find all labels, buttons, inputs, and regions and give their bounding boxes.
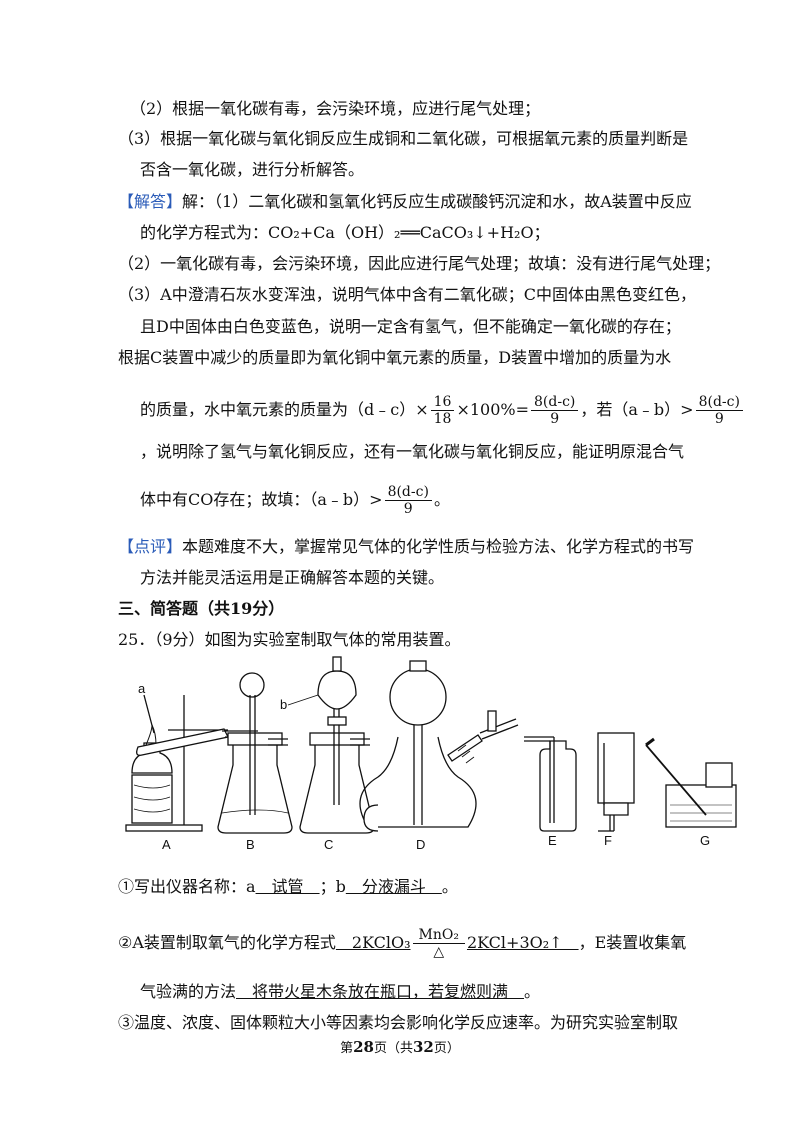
label-D: D <box>416 837 425 852</box>
text-span: ②A装置制取氧气的化学方程式 <box>118 933 336 952</box>
heat-symbol: △ <box>433 944 445 960</box>
footer-text: 页） <box>433 1041 460 1056</box>
text-span: 体中有CO存在；故填：（a﹣b）> <box>140 490 383 509</box>
label-a-pointer: a <box>138 681 146 696</box>
text-line: 方法并能灵活运用是正确解答本题的关键。 <box>140 568 445 587</box>
page-number: 28 <box>353 1038 374 1056</box>
fraction-numerator: 8(d-c) <box>531 394 579 411</box>
formula-line: 体中有CO存在；故填：（a﹣b）>8(d-c)9。 <box>140 484 450 517</box>
fraction-denominator: 9 <box>550 411 560 427</box>
fraction-8dc-9: 8(d-c)9 <box>531 394 579 427</box>
catalyst-label: MnO₂ <box>412 927 465 944</box>
answer-line: 【解答】解：（1）二氧化碳和氢氧化钙反应生成碳酸钙沉淀和水，故A装置中反应 <box>118 191 692 213</box>
fraction-numerator: 8(d-c) <box>695 394 743 411</box>
label-B: B <box>246 837 255 852</box>
text-line: ，说明除了氢气与氧化铜反应，还有一氧化碳与氧化铜反应，能证明原混合气 <box>140 442 685 461</box>
answer-b: 分液漏斗 <box>345 877 442 896</box>
fraction-numerator: 8(d-c) <box>384 484 432 501</box>
text-line: （3）A中澄清石灰水变浑浊，说明气体中含有二氧化碳；C中固体由黑色变红色， <box>118 285 696 304</box>
apparatus-g <box>645 737 737 828</box>
label-G: G <box>700 833 710 848</box>
text-line: （2）一氧化碳有毒，会污染环境，因此应进行尾气处理；故填：没有进行尾气处理； <box>118 254 721 273</box>
text-line: 的化学方程式为：CO₂+Ca（OH）₂══CaCO₃↓+H₂O； <box>140 223 550 242</box>
reaction-condition: MnO₂△ <box>412 927 465 960</box>
question-part-3: ③温度、浓度、固体颗粒大小等因素均会影响化学反应速率。为研究实验室制取 <box>118 1013 679 1032</box>
text-span: 本题难度不大，掌握常见气体的化学性质与检验方法、化学方程式的书写 <box>182 537 695 556</box>
fraction-denominator: 9 <box>403 501 413 517</box>
apparatus-e <box>524 736 577 832</box>
apparatus-b <box>217 672 293 834</box>
equation-left: 2KClO₃ <box>335 933 411 952</box>
question-part-2-cont: 气验满的方法 将带火星木条放在瓶口，若复燃则满 。 <box>140 981 540 1003</box>
apparatus-figure: a b A B C D E F G <box>125 656 737 852</box>
fraction-denominator: 9 <box>714 411 724 427</box>
label-b-pointer: b <box>280 697 287 712</box>
label-A: A <box>162 837 171 852</box>
apparatus-c <box>287 656 375 834</box>
text-line: 根据C装置中减少的质量即为氧化铜中氧元素的质量，D装置中增加的质量为水 <box>118 348 672 367</box>
label-E: E <box>548 833 557 848</box>
apparatus-a <box>125 694 258 832</box>
text-line: 否含一氧化碳，进行分析解答。 <box>140 160 365 179</box>
text-line: 且D中固体由白色变蓝色，说明一定含有氢气，但不能确定一氧化碳的存在； <box>140 317 681 336</box>
question-25: 25．（9分）如图为实验室制取气体的常用装置。 <box>118 630 461 649</box>
text-line: （2）根据一氧化碳有毒，会污染环境，应进行尾气处理； <box>130 99 541 118</box>
text-span: ；b <box>319 877 346 896</box>
fraction-numerator: 16 <box>430 394 455 411</box>
answer-method: 将带火星木条放在瓶口，若复燃则满 <box>236 982 525 1001</box>
fraction-8dc-9: 8(d-c)9 <box>695 394 743 427</box>
apparatus-f <box>597 732 635 832</box>
text-span: 。 <box>524 982 541 1001</box>
text-line: （3）根据一氧化碳与氧化铜反应生成铜和二氧化碳，可根据氧元素的质量判断是 <box>118 129 689 148</box>
question-part-1: ①写出仪器名称：a 试管 ；b 分液漏斗 。 <box>118 876 458 898</box>
text-span: 气验满的方法 <box>140 982 237 1001</box>
answer-a: 试管 <box>255 877 320 896</box>
page-total: 32 <box>413 1038 434 1056</box>
footer-text: 页（共 <box>373 1041 413 1056</box>
text-span: ①写出仪器名称：a <box>118 877 256 896</box>
text-span: 的质量，水中氧元素的质量为（d﹣c）× <box>140 400 429 419</box>
label-C: C <box>324 837 333 852</box>
text-span: ，E装置收集氧 <box>578 933 687 952</box>
answer-tag: 【解答】 <box>118 192 183 211</box>
equation-right: 2KCl+3O₂↑ <box>466 933 579 952</box>
label-F: F <box>604 833 612 848</box>
text-span: 。 <box>441 877 458 896</box>
fraction-8dc-9: 8(d-c)9 <box>384 484 432 517</box>
text-span: 。 <box>433 490 450 509</box>
comment-tag: 【点评】 <box>118 537 183 556</box>
apparatus-d <box>359 660 519 832</box>
comment-line: 【点评】本题难度不大，掌握常见气体的化学性质与检验方法、化学方程式的书写 <box>118 536 694 558</box>
fraction-denominator: 18 <box>433 411 452 427</box>
text-span: ，若（a﹣b）> <box>580 400 694 419</box>
text-span: ×100%= <box>456 400 530 419</box>
footer-text: 第 <box>340 1041 354 1056</box>
text-span: 解：（1）二氧化碳和氢氧化钙反应生成碳酸钙沉淀和水，故A装置中反应 <box>182 192 692 211</box>
section-heading: 三、简答题（共19分） <box>118 599 285 618</box>
page-footer: 第28页（共32页） <box>0 1037 800 1056</box>
